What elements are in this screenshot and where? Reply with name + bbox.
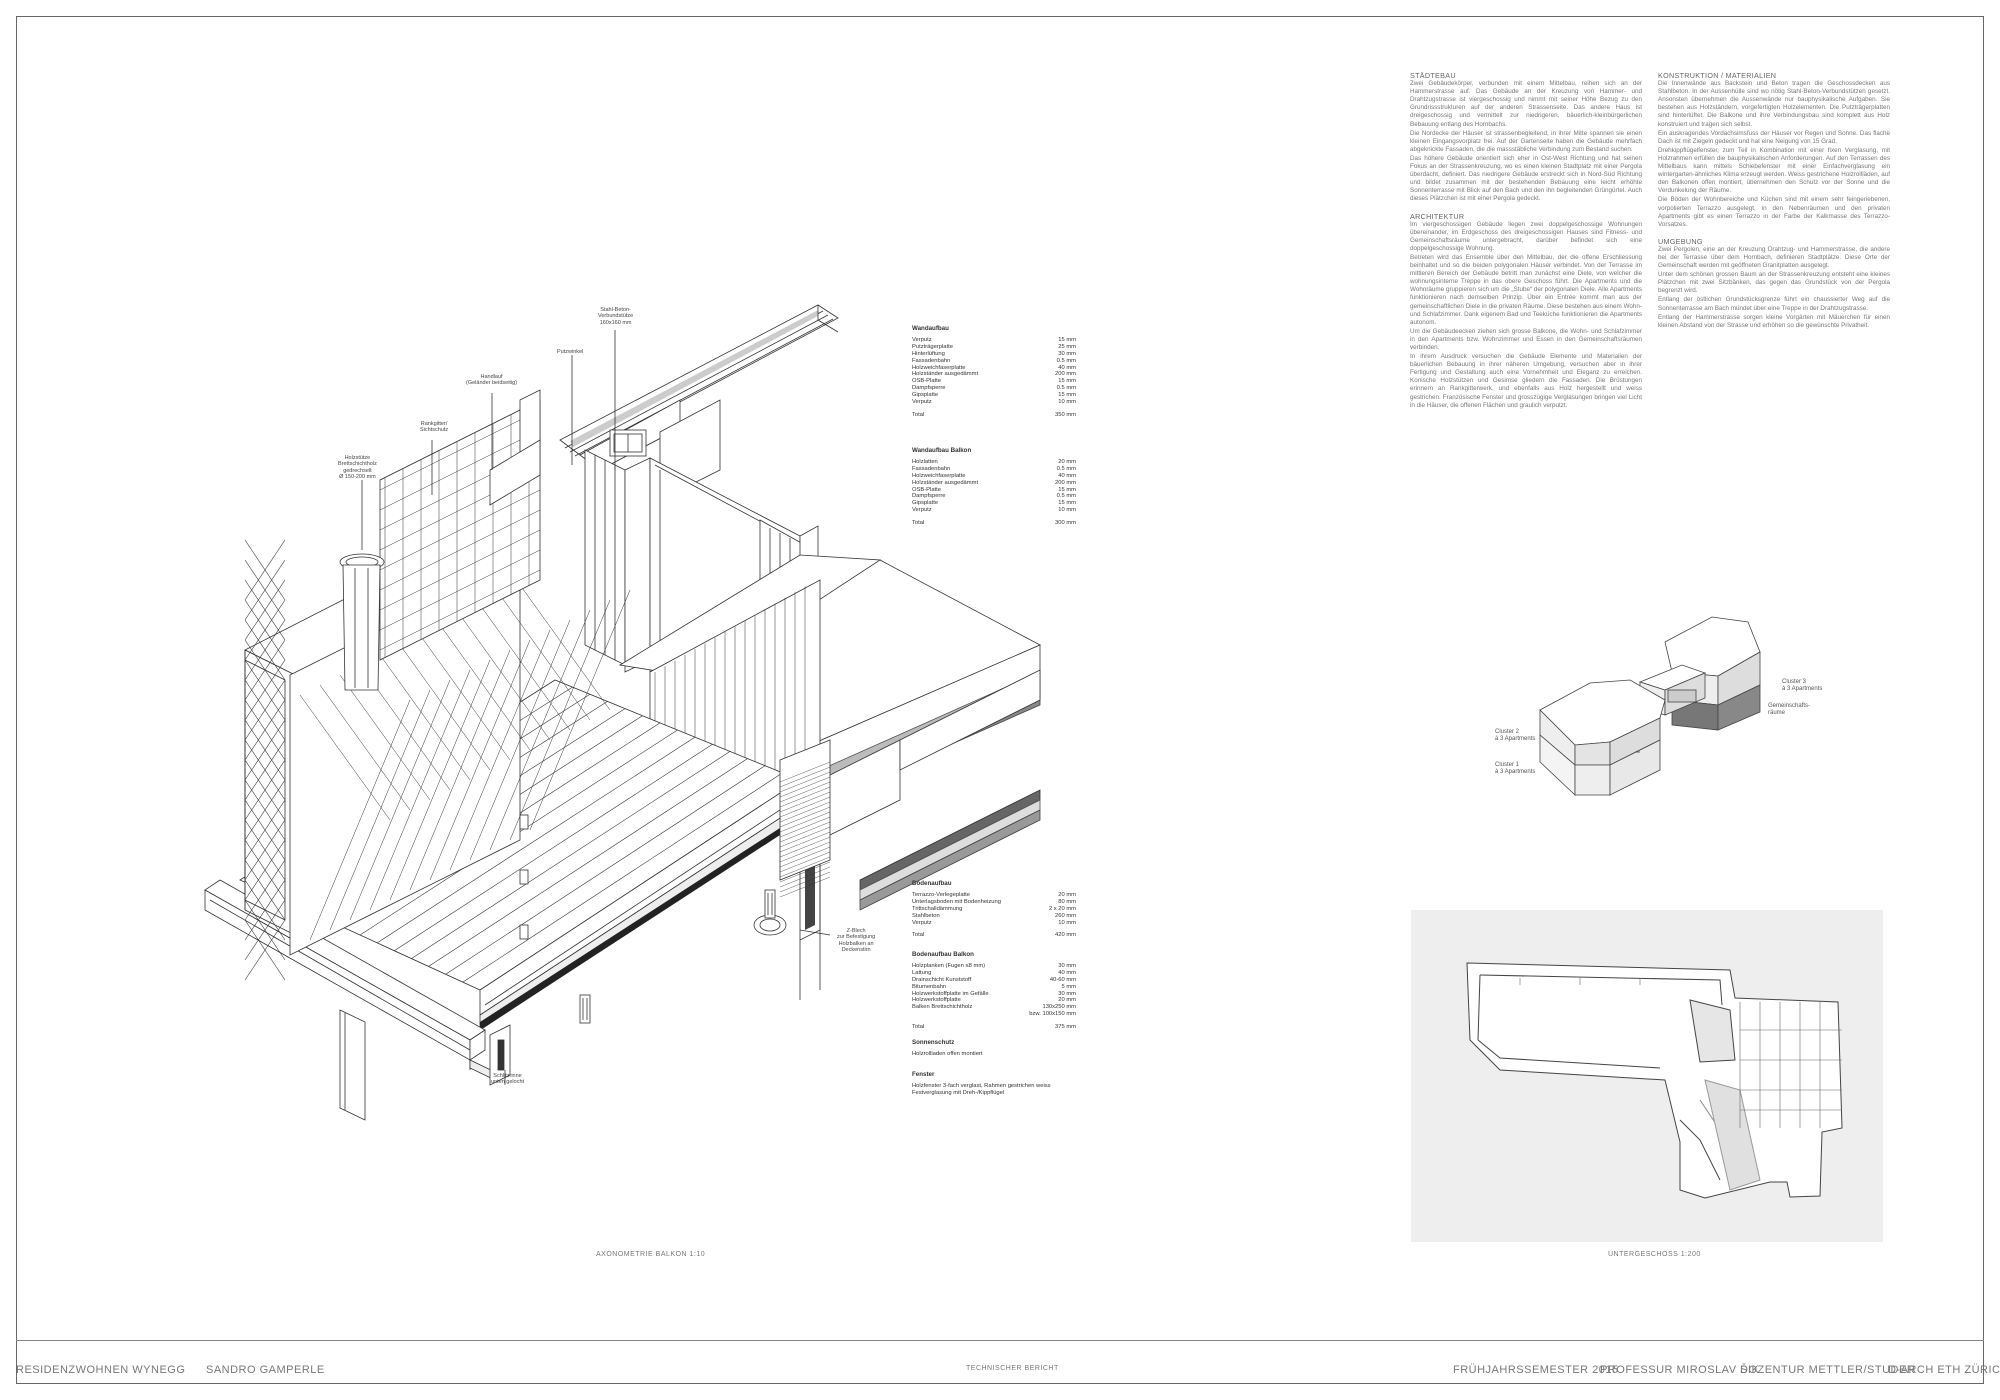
footer-docentur: DOZENTUR METTLER/STUDER (1740, 1364, 1916, 1376)
spec-fenster: Fenster Holzfenster 3-fach verglast, Rah… (912, 1071, 1051, 1096)
spec-bodenaufbau-balkon: Bodenaufbau Balkon Holzplanken (Fugen ≤8… (912, 951, 1076, 1031)
caption-axonometry: AXONOMETRIE BALKON 1:10 (596, 1251, 706, 1258)
caption-plan: UNTERGESCHOSS 1:200 (1608, 1251, 1701, 1258)
footer-rule (16, 1340, 1984, 1341)
footer-project: RESIDENZWOHNEN WYNEGG (16, 1364, 186, 1376)
footer-school: D-ARCH ETH ZÜRICH (1888, 1364, 2000, 1376)
text-column-right: KONSTRUKTION / MATERIALIEN Die Innenwänd… (1658, 71, 1890, 329)
footer-professor: PROFESSUR MIROSLAV ŠIK (1600, 1364, 1760, 1376)
label-putzwinkel: Putzwinkel (557, 349, 584, 355)
label-holzstuetze: Holzstütze Brettschichtholz gedrechselt … (338, 455, 377, 481)
footer-semester: FRÜHJAHRSSEMESTER 2015 (1453, 1364, 1619, 1376)
footer-author: SANDRO GAMPERLE (206, 1364, 325, 1376)
label-stahlbeton: Stahl-Beton- Verbundstütze 160x160 mm (598, 307, 634, 326)
spec-row: bzw. 100x150 mm (1029, 1011, 1076, 1018)
label-gemeinschaft: Gemeinschafts-räume (1768, 703, 1811, 716)
label-rankgitter: Rankgitter/ Sichtschutz (420, 421, 449, 434)
label-zblech: Z-Blech zur Befestigung Holzbalken an De… (837, 928, 876, 954)
footer-report: TECHNISCHER BERICHT (966, 1365, 1059, 1372)
label-handlauf: Handlauf (Geländer beidseitig) (466, 374, 518, 387)
spec-sonnenschutz: Sonnenschutz Holzrollladen offen montier… (912, 1039, 983, 1057)
spec-row: Holzplanken (Fugen ≤8 mm)30 mm (912, 962, 1076, 969)
label-schlitzrinne: Schlitzrinne unten gelocht (491, 1073, 525, 1086)
text-column-left: STÄDTEBAU Zwei Gebäudekörper, verbunden … (1410, 71, 1642, 409)
drawing-sheet-border (16, 16, 1984, 1384)
